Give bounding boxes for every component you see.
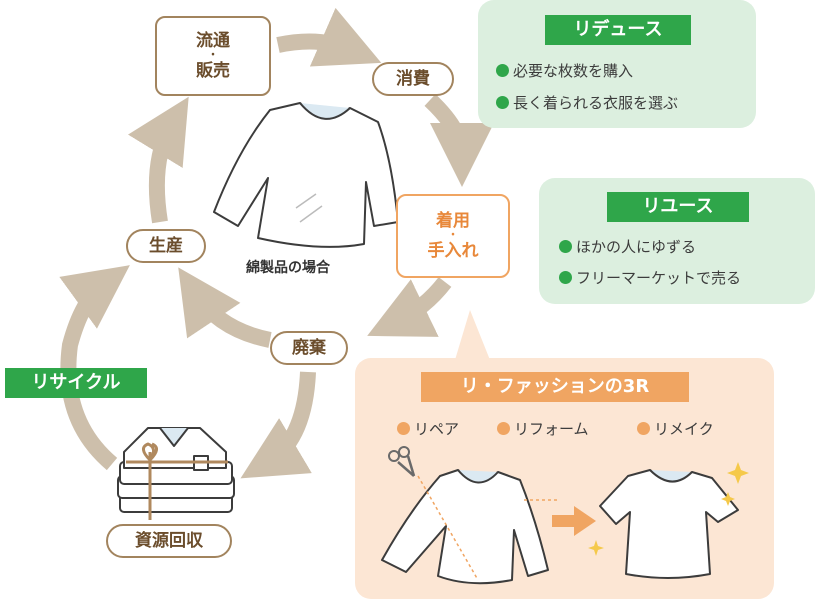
node-consumption: 消費 [372,62,454,96]
node-wearing-dot: ・ [448,230,458,241]
node-distribution-line2: 販売 [196,61,230,81]
reuse-title: リユース [607,192,749,222]
arrow-recycle [59,265,130,471]
node-distribution: 流通 ・ 販売 [155,16,271,96]
node-disposal: 廃棄 [270,331,348,365]
bullet-icon [559,271,572,284]
refashion-pointer [455,310,490,360]
refashion-item-1-text: リペア [414,420,460,438]
refashion-item-3-text: リメイク [654,420,714,438]
arrow-distribution-to-consumption [276,7,382,67]
long-sleeve-shirt-icon [213,102,399,248]
node-collection: 資源回収 [106,524,232,558]
reduce-item-2-text: 長く着られる衣服を選ぶ [513,94,679,112]
bullet-icon [397,422,410,435]
node-consumption-label: 消費 [396,69,430,89]
refashion-title: リ・ファッションの3R [421,372,689,402]
bullet-icon [496,64,509,77]
node-disposal-label: 廃棄 [292,338,326,358]
refashion-item-2: リフォーム [497,418,589,439]
reduce-item-1: 必要な枚数を購入 [496,60,633,81]
bullet-icon [497,422,510,435]
folded-clothes-icon [117,427,235,520]
arrow-disposal-to-production [178,267,272,348]
scissors-icon [388,446,416,477]
refashion-item-1: リペア [397,418,459,439]
arrow-consumption-to-wearing [424,94,494,187]
reduce-item-1-text: 必要な枚数を購入 [513,62,634,80]
arrow-production-to-distribution [128,96,189,224]
transform-arrow-icon [552,506,596,536]
tshirt-after-icon [599,469,739,579]
center-caption: 綿製品の場合 [246,260,330,276]
bullet-icon [559,240,572,253]
node-production: 生産 [126,229,206,263]
node-distribution-dot: ・ [208,50,218,61]
bullet-icon [496,96,509,109]
refashion-item-3: リメイク [637,418,714,439]
reduce-title: リデュース [545,15,691,45]
node-distribution-line1: 流通 [196,31,230,51]
sparkle-icon [588,462,749,556]
reuse-item-2-text: フリーマーケットで売る [576,269,742,287]
bullet-icon [637,422,650,435]
reuse-item-1: ほかの人にゆずる [559,236,696,257]
node-wearing-line2: 手入れ [427,241,479,261]
recycle-label: リサイクル [5,368,147,398]
reduce-item-2: 長く着られる衣服を選ぶ [496,92,678,113]
shirt-before-icon [381,469,560,585]
node-wearing: 着用 ・ 手入れ [396,194,510,278]
arrow-wearing-to-disposal [367,277,452,337]
reuse-item-2: フリーマーケットで売る [559,267,741,288]
refashion-item-2-text: リフォーム [514,420,589,438]
arrow-disposal-to-collection [240,371,316,479]
reuse-item-1-text: ほかの人にゆずる [576,238,697,256]
node-wearing-line1: 着用 [436,211,470,231]
node-production-label: 生産 [149,236,183,256]
node-collection-label: 資源回収 [135,531,203,551]
